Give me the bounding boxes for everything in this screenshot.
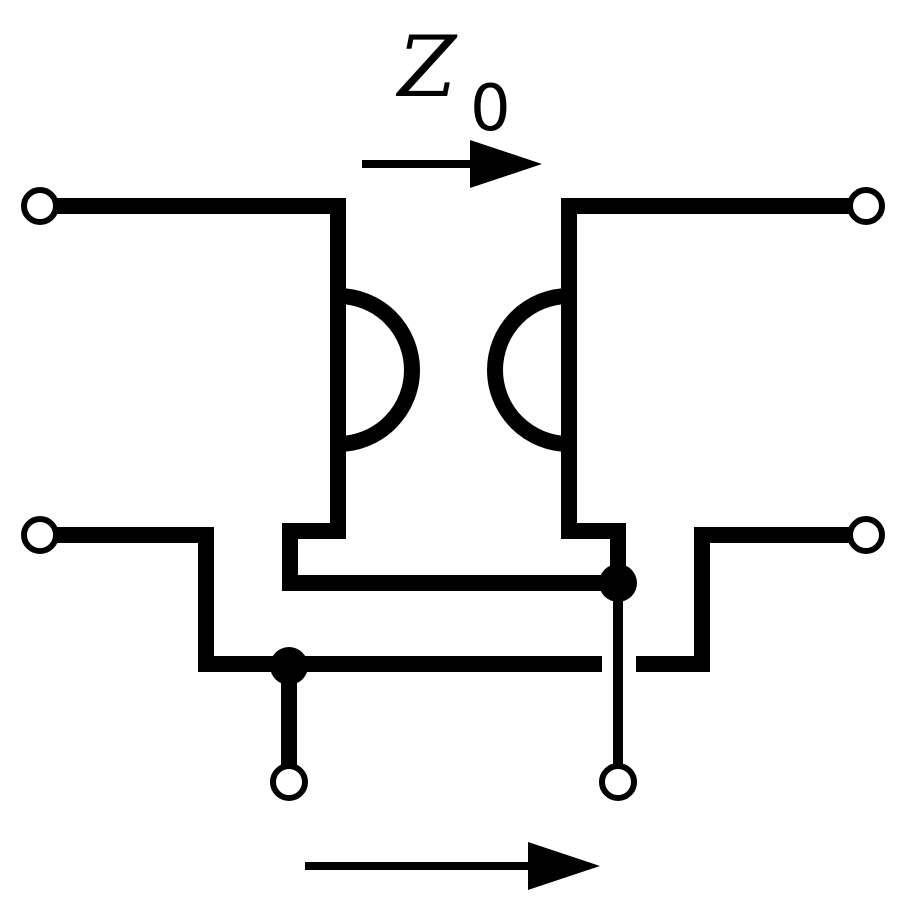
top-direction-arrow: [362, 140, 542, 188]
right-lower-conductor: [636, 527, 866, 672]
terminal-mid-right: [847, 516, 885, 554]
left-upper-conductor: [40, 198, 620, 591]
bottom-direction-arrow: [305, 842, 600, 890]
terminal-bottom-right: [599, 763, 637, 801]
impedance-symbol: Z: [395, 18, 458, 116]
terminal-bottom-left: [270, 763, 308, 801]
terminal-top-left: [21, 187, 59, 225]
top-arrow-head: [470, 140, 542, 188]
junction-dot-right: [599, 564, 637, 602]
bottom-arrow-head: [528, 842, 600, 890]
terminal-mid-left: [21, 516, 59, 554]
right-upper-conductor: [561, 198, 866, 583]
impedance-label: Z 0: [395, 18, 511, 146]
impedance-subscript: 0: [470, 72, 511, 146]
left-lower-conductor: [40, 527, 602, 672]
right-semicircle: [487, 288, 570, 452]
junction-dot-left: [270, 647, 308, 685]
left-semicircle: [337, 288, 420, 452]
terminal-top-right: [847, 187, 885, 225]
